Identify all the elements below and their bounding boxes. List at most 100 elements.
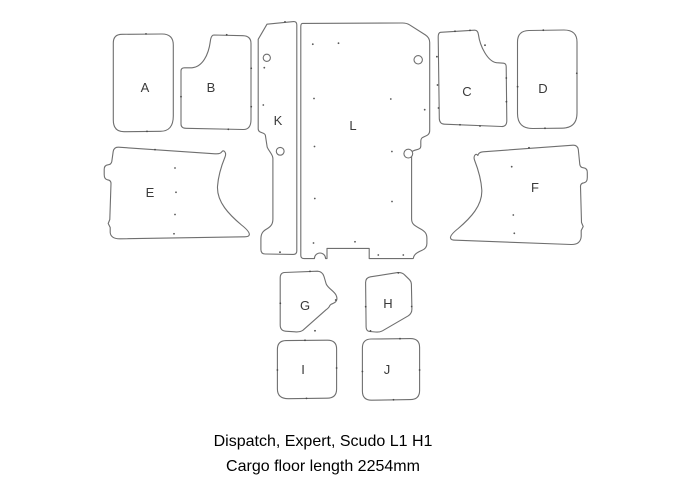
panel-f-fixing-dot bbox=[528, 146, 530, 149]
panel-e: E bbox=[103, 146, 250, 240]
panel-l-hole-dot bbox=[391, 150, 393, 153]
panel-e-fixing-dot bbox=[154, 148, 156, 151]
panel-h-fixing-dot bbox=[397, 272, 400, 274]
panel-f: F bbox=[449, 144, 588, 246]
panel-d-label: D bbox=[538, 81, 547, 96]
panel-b-outline bbox=[180, 34, 252, 131]
panel-g: G bbox=[279, 270, 338, 333]
panel-c-fixing-dot bbox=[505, 77, 508, 79]
panel-g-fixing-dot bbox=[334, 299, 337, 301]
panel-l-label: L bbox=[349, 118, 356, 133]
panel-b-fixing-dot bbox=[225, 33, 228, 36]
panel-j-fixing-dot bbox=[392, 398, 395, 401]
panel-g-label: G bbox=[300, 298, 310, 313]
panel-j: J bbox=[361, 337, 421, 401]
panel-d-fixing-dot bbox=[575, 72, 578, 75]
panel-l-hole-dot bbox=[312, 242, 315, 244]
panel-e-hole-dot bbox=[173, 232, 175, 235]
panel-k: K bbox=[257, 21, 298, 255]
panel-i-label: I bbox=[301, 362, 305, 377]
panel-c-fixing-dot bbox=[469, 29, 471, 32]
panel-f-hole-dot bbox=[510, 165, 513, 168]
panel-k-fixing-dot bbox=[284, 21, 286, 23]
panel-k-hole-circle bbox=[275, 146, 285, 156]
panel-k-hole-dot bbox=[263, 66, 266, 69]
panel-a-fixing-dot bbox=[146, 130, 148, 133]
panel-f-hole-dot bbox=[513, 232, 516, 235]
panel-b-fixing-dot bbox=[180, 95, 182, 98]
panel-b-label: B bbox=[207, 80, 216, 95]
panel-f-label: F bbox=[531, 180, 539, 195]
panel-c: C bbox=[436, 29, 508, 128]
panel-i-fixing-dot bbox=[305, 397, 308, 400]
panel-a: A bbox=[112, 33, 174, 133]
panel-d-outline bbox=[516, 29, 578, 130]
panel-c-fixing-dot bbox=[459, 123, 461, 126]
panel-e-hole-dot bbox=[174, 213, 176, 216]
panel-c-outline bbox=[437, 29, 508, 128]
panel-g-fixing-dot bbox=[279, 302, 282, 305]
panel-l-hole-circle bbox=[413, 55, 423, 65]
panel-l-hole-circle bbox=[403, 148, 414, 159]
diagram-caption: Dispatch, Expert, Scudo L1 H1 Cargo floo… bbox=[0, 429, 670, 479]
caption-vehicle-models: Dispatch, Expert, Scudo L1 H1 bbox=[213, 433, 433, 450]
panel-c-label: C bbox=[462, 84, 471, 99]
panel-b-fixing-dot bbox=[227, 128, 230, 131]
panel-d-fixing-dot bbox=[544, 127, 546, 130]
panel-d-fixing-dot bbox=[542, 29, 545, 32]
panel-l-hole-dot bbox=[389, 98, 392, 100]
panel-g-outline bbox=[279, 270, 338, 333]
panel-c-fixing-dot bbox=[505, 100, 508, 103]
panel-i-outline bbox=[276, 339, 338, 400]
panel-j-label: J bbox=[384, 362, 391, 377]
panel-h-fixing-dot bbox=[364, 305, 367, 308]
panel-l-hole-dot bbox=[423, 108, 426, 111]
panel-b-fixing-dot bbox=[250, 105, 253, 108]
panel-e-label: E bbox=[146, 185, 155, 200]
panel-j-outline bbox=[361, 338, 421, 401]
panel-c-fixing-dot bbox=[454, 30, 456, 33]
panel-k-hole-dot bbox=[262, 104, 265, 106]
panel-h-outline bbox=[365, 271, 413, 333]
caption-cargo-floor-length: Cargo floor length 2254mm bbox=[226, 458, 420, 475]
panel-l-hole-dot bbox=[391, 200, 393, 203]
panel-c-fixing-dot bbox=[484, 44, 486, 47]
panel-e-outline bbox=[103, 146, 250, 240]
panel-j-fixing-dot bbox=[399, 337, 401, 340]
panel-j-fixing-dot bbox=[361, 370, 364, 373]
panel-c-fixing-dot bbox=[479, 125, 481, 127]
panel-i-fixing-dot bbox=[335, 367, 338, 369]
panel-c-fixing-dot bbox=[436, 84, 439, 86]
panel-k-outline bbox=[257, 21, 298, 255]
panel-k-fixing-dot bbox=[279, 251, 281, 254]
panel-l: L bbox=[300, 22, 431, 260]
panel-b: B bbox=[180, 33, 253, 131]
panel-l-hole-dot bbox=[311, 43, 314, 46]
panel-k-hole-circle bbox=[262, 53, 271, 62]
panel-e-hole-dot bbox=[175, 191, 177, 194]
panel-a-fixing-dot bbox=[145, 33, 147, 35]
panel-l-outline bbox=[300, 22, 431, 260]
panel-c-fixing-dot bbox=[436, 55, 438, 58]
panel-d-fixing-dot bbox=[516, 85, 519, 88]
panel-l-hole-dot bbox=[354, 240, 356, 243]
panel-g-fixing-dot bbox=[309, 270, 311, 273]
panel-f-hole-dot bbox=[512, 214, 515, 216]
panel-i: I bbox=[276, 339, 338, 400]
panel-b-fixing-dot bbox=[250, 67, 253, 70]
panel-c-fixing-dot bbox=[437, 107, 440, 109]
panel-l-hole-dot bbox=[313, 145, 316, 148]
panel-g-fixing-dot bbox=[314, 329, 316, 332]
panel-k-label: K bbox=[274, 113, 283, 128]
panel-h-fixing-dot bbox=[369, 330, 372, 332]
panel-h-label: H bbox=[383, 296, 392, 311]
panel-f-outline bbox=[449, 144, 588, 246]
panel-h-fixing-dot bbox=[410, 305, 413, 308]
panel-l-hole-dot bbox=[377, 254, 380, 256]
panel-i-fixing-dot bbox=[304, 339, 306, 342]
panel-l-hole-dot bbox=[313, 97, 315, 100]
panel-l-hole-dot bbox=[313, 197, 316, 200]
panel-l-hole-dot bbox=[402, 254, 405, 256]
